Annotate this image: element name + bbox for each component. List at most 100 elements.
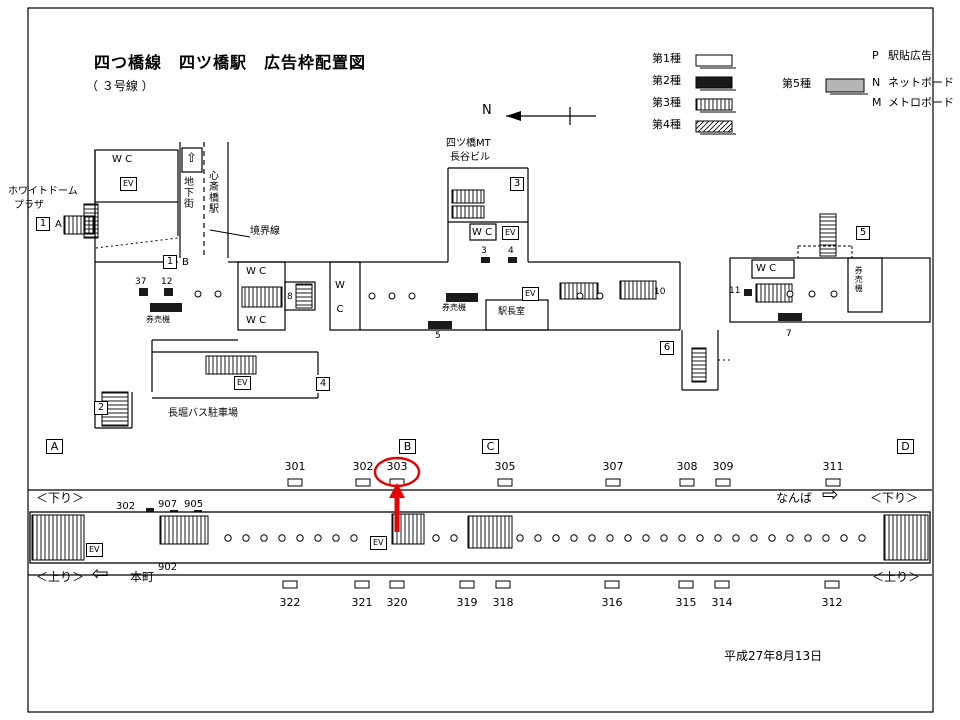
ad-position-309: 309 [712, 460, 734, 473]
legend-m-symbol: M [872, 96, 882, 109]
exit-6-badge: 6 [660, 341, 674, 355]
ad-position-311: 311 [822, 460, 844, 473]
ad-8-label: 8 [287, 292, 293, 302]
ad-position-302p: 302 [116, 501, 136, 512]
trackside-ad-frames [282, 478, 841, 589]
legend-type4-label: 第4種 [652, 118, 681, 131]
hommachi-label: 本町 [130, 570, 155, 584]
platform-pillars [224, 534, 866, 542]
north-arrow [506, 107, 596, 125]
legend-m-label: メトロボード [888, 96, 954, 109]
exit-1a-letter: A [55, 219, 62, 230]
exit-1b-letter: B [182, 257, 189, 268]
section-b-badge: B [399, 439, 416, 454]
elevator-box: EV [86, 543, 103, 557]
elevator-box: EV [502, 226, 519, 240]
elevator-box: EV [522, 287, 539, 301]
nobori-label-right: ＜上り＞ [872, 570, 921, 584]
ticket-machine-label: 券売機 [854, 266, 864, 293]
exit-1a-badge: 1 [36, 217, 50, 231]
ad-position-316: 316 [601, 596, 623, 609]
wc-label: W C [112, 154, 133, 165]
exit-1b-badge: 1 [163, 255, 177, 269]
white-dome-plaza-label-1: ホワイトドーム [8, 186, 78, 197]
boundary-line-label: 境界線 [250, 226, 280, 237]
ad-position-318: 318 [492, 596, 514, 609]
ad-position-321: 321 [351, 596, 373, 609]
wc-label: W C [334, 280, 346, 316]
ad-position-315: 315 [675, 596, 697, 609]
up-arrow-icon: ⇧ [186, 151, 197, 166]
wc-label: W C [472, 227, 493, 238]
namba-label: なんば [776, 491, 813, 505]
platform-stairs [31, 513, 929, 561]
page-subtitle: （ ３号線 ） [86, 79, 154, 93]
exit-5-badge: 5 [856, 226, 870, 240]
ad-12-label: 12 [161, 277, 173, 287]
ad-10-label: 10 [654, 287, 666, 297]
section-c-badge: C [482, 439, 499, 454]
ad-position-902: 902 [158, 562, 178, 573]
ad-5-label: 5 [435, 331, 441, 341]
kudari-label-left: ＜下り＞ [36, 491, 85, 505]
ad-position-322: 322 [279, 596, 301, 609]
ad-position-308: 308 [676, 460, 698, 473]
concourse-pillars [194, 290, 838, 300]
ad-4-label: 4 [508, 246, 514, 256]
section-a-badge: A [46, 439, 63, 454]
wc-label: W C [756, 263, 777, 274]
ad-position-312: 312 [821, 596, 843, 609]
ad-position-302: 302 [352, 460, 374, 473]
highlight-303 [373, 456, 421, 532]
page-title: 四つ橋線 四ツ橋駅 広告枠配置図 [94, 53, 367, 72]
kudari-label-right: ＜下り＞ [870, 491, 919, 505]
chikagai-label: 地下街 [181, 176, 193, 209]
legend-n-label: ネットボード [888, 76, 954, 89]
legend-type3-label: 第3種 [652, 96, 681, 109]
ad-position-314: 314 [711, 596, 733, 609]
nobori-label-left: ＜上り＞ [36, 570, 85, 584]
legend-p-label: 駅貼広告 [888, 49, 932, 62]
page-border [27, 7, 934, 713]
ad-position-320: 320 [386, 596, 408, 609]
legend-n-symbol: N [872, 76, 881, 89]
station-master-room-label: 駅長室 [498, 307, 526, 317]
exit-4-badge: 4 [316, 377, 330, 391]
ad-37-label: 37 [135, 277, 147, 287]
mt-building-label-1: 四ツ橋MT [446, 138, 491, 149]
legend-p-symbol: P [872, 49, 879, 62]
shinsaibashi-label: 心斎橋駅 [206, 170, 218, 214]
hommachi-direction-arrow-icon: ⇦ [92, 561, 109, 585]
elevator-box: EV [234, 376, 251, 390]
ad-position-307: 307 [602, 460, 624, 473]
legend-type2-label: 第2種 [652, 74, 681, 87]
namba-direction-arrow-icon: ⇨ [822, 482, 839, 506]
wc-label: W C [246, 315, 267, 326]
ad-position-303-highlighted: 303 [386, 460, 408, 473]
ad-position-905: 905 [184, 499, 204, 510]
ad-11-label: 11 [729, 286, 741, 296]
legend-type1-label: 第1種 [652, 52, 681, 65]
elevator-box: EV [120, 177, 137, 191]
white-dome-plaza-label-2: プラザ [14, 200, 44, 211]
nagahori-bus-parking-label: 長堀バス駐車場 [168, 408, 238, 419]
ad-position-319: 319 [456, 596, 478, 609]
north-label: N [482, 103, 492, 118]
ticket-machine-label: 券売機 [146, 315, 170, 324]
ad-position-907: 907 [158, 499, 178, 510]
exit-3-badge: 3 [510, 177, 524, 191]
legend-swatches [695, 54, 868, 135]
exit-2-badge: 2 [94, 401, 108, 415]
legend-type5-label: 第5種 [782, 77, 811, 90]
stairs [63, 189, 837, 427]
ad-position-305: 305 [494, 460, 516, 473]
wc-label: W C [246, 266, 267, 277]
ticket-machine-label: 券売機 [442, 303, 466, 312]
revision-date: 平成27年8月13日 [724, 649, 823, 663]
ad-3-label: 3 [481, 246, 487, 256]
elevator-box: EV [370, 536, 387, 550]
ad-7-label: 7 [786, 329, 792, 339]
ad-position-301: 301 [284, 460, 306, 473]
